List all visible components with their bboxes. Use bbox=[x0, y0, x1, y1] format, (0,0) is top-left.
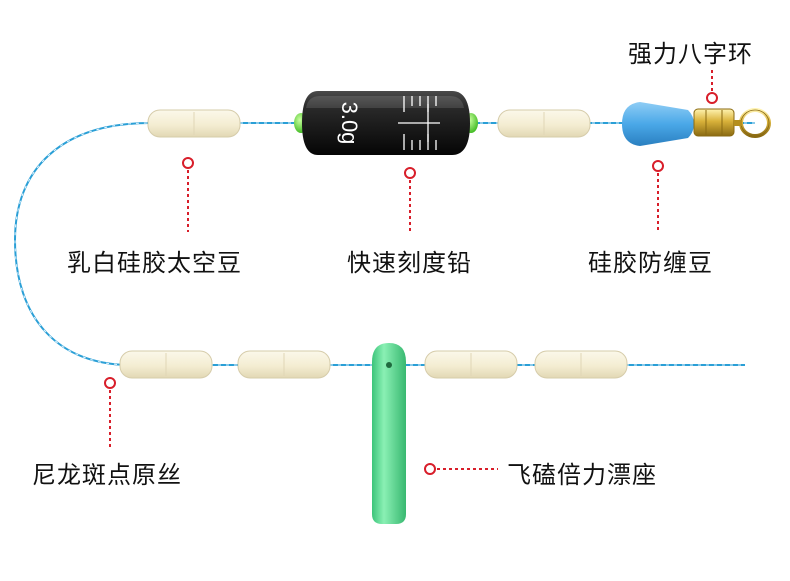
anti-tangle-bean bbox=[622, 102, 694, 146]
label-float-seat: 飞磕倍力漂座 bbox=[507, 461, 657, 489]
label-swivel: 强力八字环 bbox=[628, 40, 753, 68]
scale-lead: 3.0g bbox=[294, 91, 478, 155]
space-bean-6 bbox=[534, 350, 628, 379]
label-line: 尼龙斑点原丝 bbox=[32, 461, 182, 489]
pointers bbox=[104, 70, 718, 475]
pointer-tangle-bean bbox=[652, 160, 664, 232]
pointer-swivel bbox=[706, 70, 718, 104]
label-space-bean: 乳白硅胶太空豆 bbox=[67, 249, 242, 277]
pointer-lead bbox=[404, 167, 416, 232]
lead-weight-marking: 3.0g bbox=[337, 102, 362, 145]
swivel bbox=[693, 108, 771, 138]
pointer-space-bean bbox=[182, 157, 194, 232]
nylon-line bbox=[13, 122, 755, 366]
float-seat bbox=[372, 343, 406, 524]
pointer-line bbox=[104, 377, 116, 448]
lead-scale-ticks bbox=[398, 96, 440, 150]
label-lead: 快速刻度铅 bbox=[347, 249, 472, 277]
label-tangle-bean: 硅胶防缠豆 bbox=[588, 249, 713, 277]
space-bean-3 bbox=[119, 350, 213, 379]
space-bean-1 bbox=[147, 109, 241, 138]
space-bean-4 bbox=[237, 350, 331, 379]
pointer-float-seat bbox=[424, 463, 498, 475]
space-bean-2 bbox=[497, 109, 591, 138]
space-bean-5 bbox=[424, 350, 518, 379]
